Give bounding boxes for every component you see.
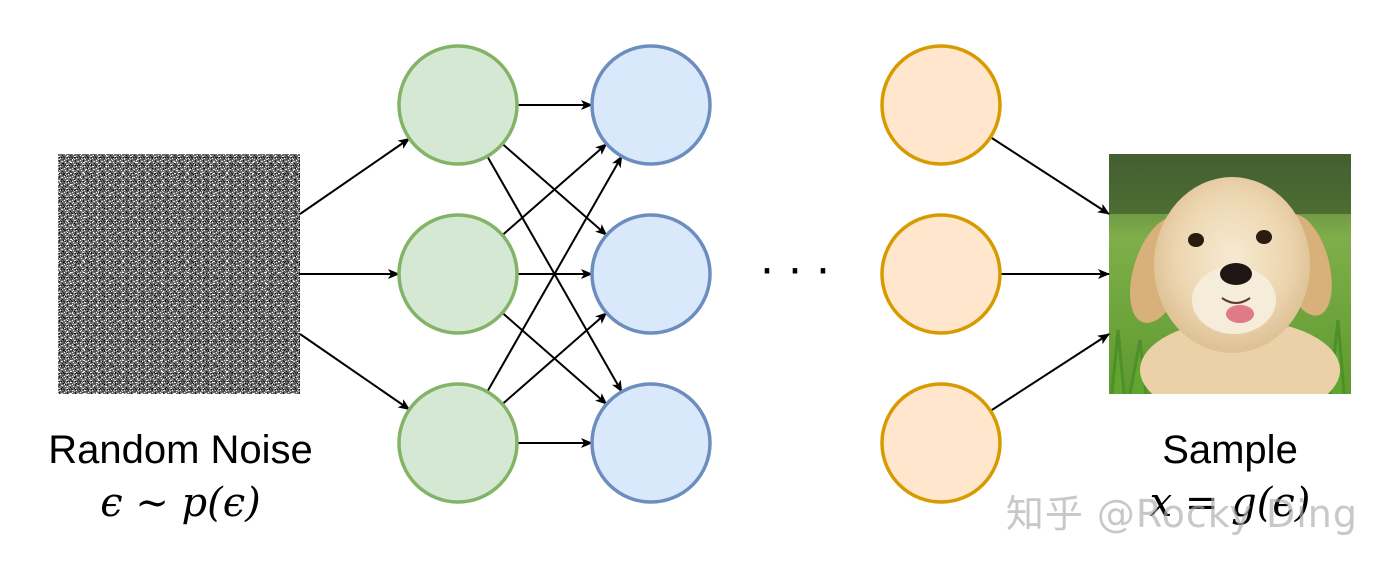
layer-last-node [880,213,1002,335]
layer-1-node [397,213,519,335]
layer-2-node [590,44,712,166]
watermark: 知乎 @Rocky Ding [1005,492,1358,536]
layer-2-node [590,213,712,335]
arrow-layer1-to-layer2 [501,312,608,405]
sample-title: Sample [1162,428,1298,472]
ellipsis: · · · [760,246,830,297]
noise-formula: ϵ ∼ p(ϵ) [100,480,261,526]
noise-image [58,154,300,394]
layer-1-node [397,44,519,166]
arrow-noise-to-layer1 [299,137,411,215]
arrow-layer-to-sample [989,333,1110,412]
arrow-noise-to-layer1 [299,333,411,411]
connections [299,100,1110,448]
arrow-layer1-to-layer2 [486,155,623,393]
noise-title: Random Noise [48,428,313,472]
layer-nodes [397,44,1002,504]
sample-formula: x = g(ϵ) [1149,480,1311,526]
layer-1-node [397,382,519,504]
arrow-layer-to-sample [989,136,1110,215]
layer-last-node [880,44,1002,166]
layer-2-node [590,382,712,504]
arrow-layer1-to-layer2 [501,143,608,236]
dog-photo [1109,154,1351,394]
layer-last-node [880,382,1002,504]
